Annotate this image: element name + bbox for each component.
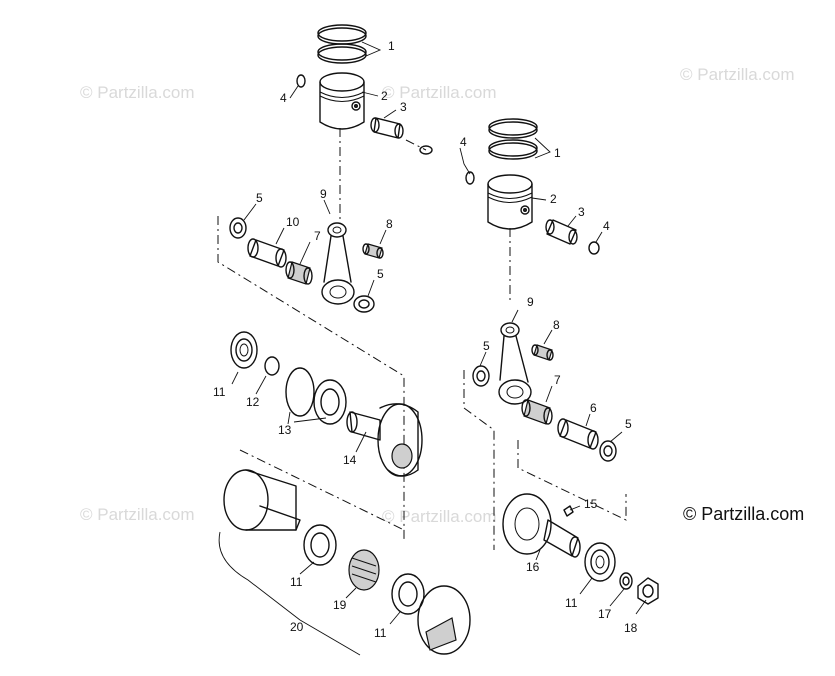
flywheel-side-crank (417, 585, 471, 655)
alignment-lines (217, 128, 627, 550)
callout-5: 5 (625, 417, 632, 431)
piston-pin-right (545, 219, 578, 245)
callout-20: 20 (290, 620, 304, 634)
callout-1: 1 (554, 146, 561, 160)
callout-12: 12 (246, 395, 260, 409)
callout-2: 2 (550, 192, 557, 206)
callout-18: 18 (624, 621, 638, 635)
connecting-rod-right (498, 322, 532, 405)
ball-bearing-left-upper (230, 331, 258, 369)
callout-1: 1 (388, 39, 395, 53)
callout-14: 14 (343, 453, 357, 467)
piston-ring-left (317, 24, 367, 64)
needle-bearing-right-upper (531, 344, 554, 361)
callout-9: 9 (527, 295, 534, 309)
crankpin-right (557, 418, 599, 450)
piston-left (319, 72, 365, 130)
crankshaft-assembly (223, 469, 301, 531)
crankpin-left (247, 238, 287, 268)
callout-10: 10 (286, 215, 300, 229)
thrust-washer-left-upper (229, 217, 247, 239)
callout-8: 8 (553, 318, 560, 332)
callout-13: 13 (278, 423, 292, 437)
callout-labels: 1 2 3 4 4 1 2 3 4 5 10 9 8 7 5 9 8 5 7 6… (213, 39, 638, 640)
circlip-right (465, 171, 600, 255)
circlip-left-2 (419, 145, 433, 155)
callout-9: 9 (320, 187, 327, 201)
copyright-text: © Partzilla.com (683, 504, 804, 524)
piston-right (487, 174, 533, 230)
watermark-text: © Partzilla.com (80, 505, 195, 524)
circlip-left (296, 74, 306, 88)
callout-11: 11 (565, 596, 578, 610)
crank-half-left (346, 403, 423, 477)
watermark-text: © Partzilla.com (382, 83, 497, 102)
needle-bearing-left-lower (285, 261, 313, 285)
nut-right (637, 577, 659, 605)
thrust-washer-left-lower (353, 295, 375, 313)
callout-8: 8 (386, 217, 393, 231)
retaining-ring-set (285, 367, 347, 425)
callout-2: 2 (381, 89, 388, 103)
needle-bearing-right-lower (521, 399, 553, 425)
callout-5: 5 (256, 191, 263, 205)
callout-7: 7 (554, 373, 561, 387)
piston-ring-right (488, 118, 538, 160)
callout-15: 15 (584, 497, 598, 511)
bracket-20 (218, 531, 361, 656)
ball-bearing-right (584, 542, 616, 582)
connecting-rod-left (321, 222, 355, 305)
ball-bearing-center (391, 573, 425, 615)
callout-11: 11 (213, 385, 226, 399)
leader-lines (231, 41, 647, 625)
callout-4: 4 (603, 219, 610, 233)
callout-17: 17 (598, 607, 612, 621)
callout-4: 4 (460, 135, 467, 149)
callout-5: 5 (483, 339, 490, 353)
callout-3: 3 (400, 100, 407, 114)
callout-11: 11 (290, 575, 303, 589)
ball-bearing-left-lower (303, 524, 337, 566)
callout-6: 6 (590, 401, 597, 415)
watermark-text: © Partzilla.com (680, 65, 795, 84)
needle-bearing-left-upper (362, 243, 384, 259)
snap-ring-left (264, 356, 280, 376)
piston-pin-left (370, 117, 404, 139)
callout-11: 11 (374, 626, 387, 640)
washer-right (619, 572, 633, 590)
watermarks: © Partzilla.com © Partzilla.com © Partzi… (80, 65, 795, 526)
thrust-washer-right-upper (472, 365, 490, 387)
woodruff-key (563, 505, 574, 517)
labyrinth-seal (348, 549, 380, 591)
watermark-text: © Partzilla.com (80, 83, 195, 102)
callout-16: 16 (526, 560, 540, 574)
watermark-text: © Partzilla.com (382, 507, 497, 526)
callout-19: 19 (333, 598, 347, 612)
callout-5: 5 (377, 267, 384, 281)
callout-4: 4 (280, 91, 287, 105)
crank-half-right (502, 493, 581, 558)
callout-7: 7 (314, 229, 321, 243)
callout-3: 3 (578, 205, 585, 219)
thrust-washer-right-lower (599, 440, 617, 462)
